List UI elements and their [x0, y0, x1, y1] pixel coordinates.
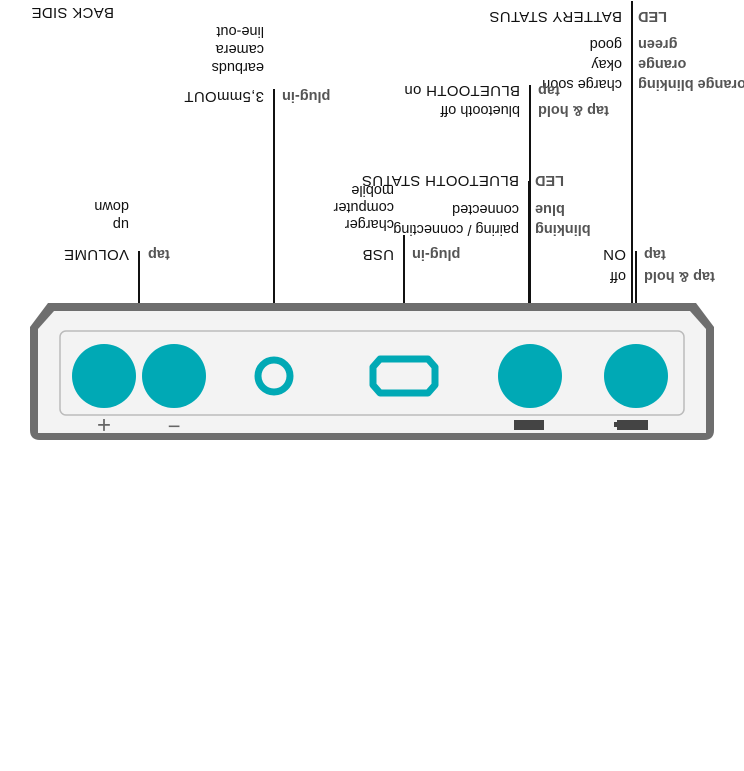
- battery-led-tip: [614, 422, 618, 427]
- battery-status-key-2: orange blinking: [638, 76, 744, 92]
- bluetooth-status-header-key: LED: [535, 172, 564, 188]
- device-panel-inset: [59, 330, 685, 416]
- volume-line-1: down: [94, 198, 129, 214]
- bluetooth-key-0: tap: [538, 82, 560, 98]
- usb-label: USB: [362, 246, 394, 263]
- power-key-0: tap: [644, 246, 666, 262]
- power-button[interactable]: [604, 344, 668, 408]
- volume-line-0: up: [112, 216, 129, 232]
- bluetooth-status-key-1: blinking: [535, 221, 591, 237]
- audio-line-0: earbuds: [211, 59, 264, 75]
- minus-symbol: −: [168, 414, 181, 439]
- volume-key: tap: [148, 246, 170, 262]
- battery-status-label-1: okay: [591, 56, 622, 72]
- power-label-0: ON: [602, 246, 626, 263]
- battery-status-header-label: BATTERY STATUS: [489, 8, 622, 25]
- page-title: BACK SIDE: [31, 4, 114, 21]
- bluetooth-status-key-0: blue: [535, 201, 565, 217]
- audio-key: plug-in: [282, 88, 331, 104]
- bluetooth-led-indicator: [514, 420, 544, 430]
- volume-label: VOLUME: [63, 246, 129, 263]
- battery-status-header-key: LED: [638, 8, 667, 24]
- volume-down-button[interactable]: [142, 344, 206, 408]
- battery-led-indicator: [617, 420, 648, 430]
- usb-port[interactable]: [369, 355, 439, 397]
- bluetooth-label-0: BLUETOOTH on: [404, 82, 520, 99]
- bluetooth-button[interactable]: [498, 344, 562, 408]
- audio-label: 3,5mmOUT: [184, 88, 264, 105]
- usb-key: plug-in: [412, 246, 461, 262]
- battery-status-key-0: green: [638, 36, 678, 52]
- power-key-1: tap & hold: [644, 268, 715, 284]
- power-label-1: off: [610, 268, 626, 284]
- bluetooth-status-label-0: connected: [452, 201, 519, 217]
- bluetooth-label-1: bluetooth off: [440, 102, 520, 118]
- battery-status-label-0: good: [589, 36, 622, 52]
- usb-line-1: computer: [333, 199, 394, 215]
- usb-line-0: charger: [344, 216, 394, 232]
- battery-status-key-1: orange: [638, 56, 687, 72]
- bluetooth-key-1: tap & hold: [538, 102, 609, 118]
- audio-line-1: camera: [215, 41, 264, 57]
- usb-line-2: mobile: [351, 182, 394, 198]
- plus-symbol: +: [97, 411, 111, 438]
- volume-up-button[interactable]: [72, 344, 136, 408]
- bluetooth-status-label-1: pairing / connecting: [393, 221, 519, 237]
- audio-line-2: line-out: [216, 23, 264, 39]
- audio-jack[interactable]: [254, 356, 294, 396]
